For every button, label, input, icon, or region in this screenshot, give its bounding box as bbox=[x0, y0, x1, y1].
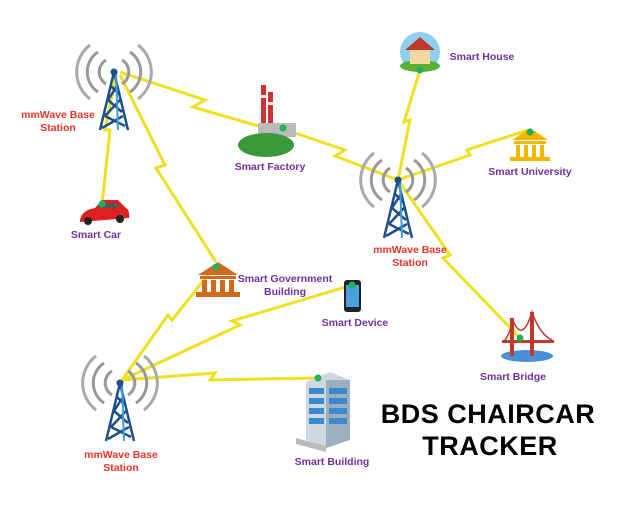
smart-car-label: Smart Car bbox=[70, 229, 122, 241]
smart-bridge-label: Smart Bridge bbox=[480, 371, 546, 383]
factory-icon bbox=[238, 85, 296, 157]
house-icon bbox=[400, 32, 440, 74]
base-station-label-line1: mmWave Base bbox=[84, 449, 158, 461]
title-line2: TRACKER bbox=[422, 431, 558, 461]
title-line1: BDS CHAIRCAR bbox=[380, 399, 596, 429]
base-station-tower-icon bbox=[359, 151, 437, 240]
car-icon bbox=[80, 200, 130, 225]
link-station1-factory bbox=[119, 70, 266, 130]
smart-government-label-line1: Smart Government bbox=[237, 273, 333, 285]
link-government-station3 bbox=[120, 264, 218, 381]
link-factory-station2 bbox=[279, 126, 399, 182]
smart-government-label-line2: Building bbox=[264, 286, 306, 298]
government-building-icon bbox=[196, 262, 240, 297]
base-station-label-line2: Station bbox=[40, 122, 76, 134]
smart-university-label: Smart University bbox=[488, 166, 572, 178]
link-station1-government bbox=[118, 74, 218, 263]
smart-building-label: Smart Building bbox=[294, 456, 370, 468]
base-station-label-line1: mmWave Base bbox=[373, 244, 447, 256]
link-station3-device bbox=[121, 283, 353, 382]
link-station3-building bbox=[121, 371, 319, 382]
base-station-label-line2: Station bbox=[392, 257, 428, 269]
university-icon bbox=[510, 128, 550, 161]
base-station-label-line1: mmWave Base bbox=[21, 109, 95, 121]
smart-house-label: Smart House bbox=[449, 51, 515, 63]
smart-device-label: Smart Device bbox=[321, 317, 389, 329]
bridge-icon bbox=[501, 309, 554, 362]
base-station-label-line2: Station bbox=[103, 462, 139, 474]
office-building-icon bbox=[296, 372, 350, 452]
link-station2-house bbox=[396, 69, 422, 181]
link-station2-bridge bbox=[396, 179, 522, 340]
smartphone-icon bbox=[344, 280, 361, 312]
smart-factory-label: Smart Factory bbox=[234, 161, 306, 173]
